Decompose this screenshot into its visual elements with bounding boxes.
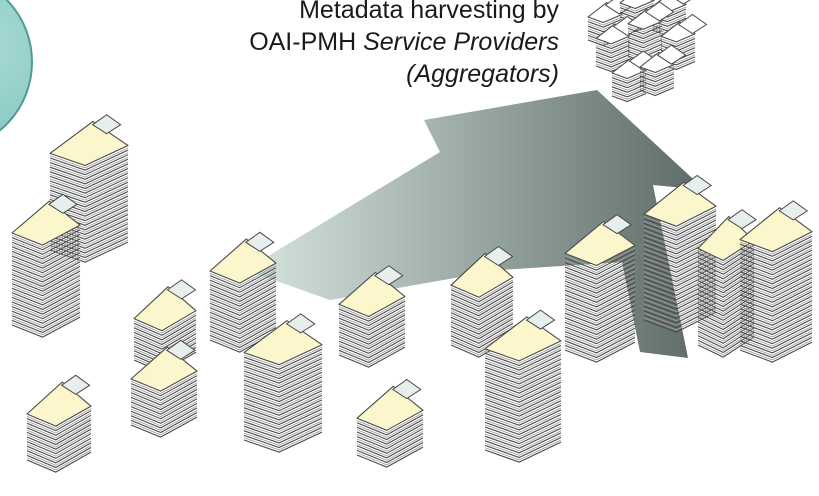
aggregator-records <box>587 0 708 103</box>
document-stack-icon <box>11 193 81 338</box>
document-stack-icon <box>26 374 92 473</box>
document-stack-icon <box>243 313 323 453</box>
document-stack-icon <box>130 339 198 438</box>
document-stack-icon <box>643 174 717 333</box>
repository-stacks <box>11 114 813 473</box>
aggregated-records-icon <box>611 50 659 103</box>
document-stack-icon <box>49 114 129 263</box>
document-stack-icon <box>356 378 424 468</box>
caption-line-2-prefix: OAI-PMH <box>249 28 364 56</box>
document-stack-icon <box>338 265 406 368</box>
document-stack-icon <box>739 200 813 363</box>
aggregated-records-icon <box>639 44 687 97</box>
caption-line-1: Metadata harvesting by <box>299 0 559 24</box>
caption-line-3: (Aggregators) <box>249 58 559 90</box>
document-stack-icon <box>209 231 277 353</box>
caption-line-2: OAI-PMH Service Providers <box>249 26 559 58</box>
harvest-arrow-icon <box>245 90 705 358</box>
caption-service-providers: Service Providers <box>363 28 559 56</box>
document-stack-icon <box>484 309 562 463</box>
harvesting-caption: Metadata harvesting by OAI-PMH Service P… <box>249 0 559 90</box>
document-stack-icon <box>564 214 636 363</box>
decorative-circle <box>0 0 33 132</box>
caption-aggregators: (Aggregators) <box>406 60 559 88</box>
